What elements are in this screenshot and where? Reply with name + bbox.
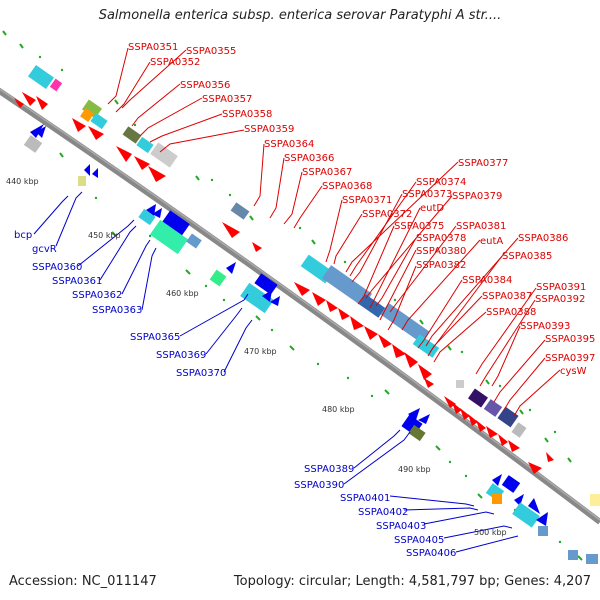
gene-label-forward[interactable]: SSPA0384 bbox=[462, 275, 512, 286]
reverse-gene-labels: bcp gcvR SSPA0360 SSPA0361 SSPA0362 SSPA… bbox=[14, 230, 456, 559]
gene-label-forward[interactable]: SSPA0377 bbox=[458, 158, 508, 169]
gene-label-reverse[interactable]: SSPA0361 bbox=[52, 276, 102, 287]
reverse-strand-features bbox=[23, 124, 598, 564]
gene-label-forward[interactable]: SSPA0378 bbox=[416, 233, 466, 244]
genome-summary: Topology: circular; Length: 4,581,797 bp… bbox=[233, 574, 591, 589]
track-dots bbox=[38, 55, 562, 544]
gene-label-reverse[interactable]: SSPA0369 bbox=[156, 350, 206, 361]
gene-label-forward[interactable]: SSPA0373 bbox=[402, 189, 452, 200]
tick-label: 450 kbp bbox=[88, 231, 121, 240]
gene-label-forward[interactable]: SSPA0356 bbox=[180, 80, 230, 91]
gene-label-reverse[interactable]: SSPA0360 bbox=[32, 262, 82, 273]
gene-label-forward[interactable]: SSPA0379 bbox=[452, 191, 502, 202]
gene-label-forward[interactable]: SSPA0382 bbox=[416, 260, 466, 271]
gene-label-reverse[interactable]: SSPA0370 bbox=[176, 368, 226, 379]
gene-label-forward[interactable]: SSPA0375 bbox=[394, 221, 444, 232]
gene-label-forward[interactable]: SSPA0359 bbox=[244, 124, 294, 135]
tick-label: 470 kbp bbox=[244, 347, 277, 356]
gene-label-reverse[interactable]: SSPA0406 bbox=[406, 548, 456, 559]
tick-labels: 440 kbp 450 kbp 460 kbp 470 kbp 480 kbp … bbox=[6, 177, 507, 537]
gene-label-forward[interactable]: SSPA0372 bbox=[362, 209, 412, 220]
gene-label-forward[interactable]: SSPA0367 bbox=[302, 167, 352, 178]
forward-strand-features bbox=[14, 64, 600, 506]
genome-title: Salmonella enterica subsp. enterica sero… bbox=[98, 8, 502, 23]
gene-label-reverse[interactable]: bcp bbox=[14, 230, 32, 241]
gene-label-forward[interactable]: eutA bbox=[480, 236, 503, 247]
gene-label-forward[interactable]: SSPA0385 bbox=[502, 251, 552, 262]
gene-label-forward[interactable]: SSPA0351 bbox=[128, 42, 178, 53]
gene-label-forward[interactable]: SSPA0386 bbox=[518, 233, 568, 244]
gene-label-reverse[interactable]: SSPA0390 bbox=[294, 480, 344, 491]
gene-label-forward[interactable]: SSPA0355 bbox=[186, 46, 236, 57]
gene-label-forward[interactable]: SSPA0352 bbox=[150, 57, 200, 68]
tick-label: 500 kbp bbox=[474, 528, 507, 537]
tick-label: 460 kbp bbox=[166, 289, 199, 298]
genome-backbone bbox=[0, 87, 600, 525]
gene-label-forward[interactable]: SSPA0393 bbox=[520, 321, 570, 332]
gene-label-forward[interactable]: SSPA0395 bbox=[545, 334, 595, 345]
gene-label-forward[interactable]: SSPA0380 bbox=[416, 246, 466, 257]
gene-label-forward[interactable]: SSPA0358 bbox=[222, 109, 272, 120]
gene-label-reverse[interactable]: SSPA0365 bbox=[130, 332, 180, 343]
gene-label-forward[interactable]: SSPA0357 bbox=[202, 94, 252, 105]
gene-label-forward[interactable]: SSPA0364 bbox=[264, 139, 314, 150]
gene-label-forward[interactable]: SSPA0397 bbox=[545, 353, 595, 364]
gene-label-forward[interactable]: eutD bbox=[420, 203, 444, 214]
gene-label-forward[interactable]: cysW bbox=[560, 366, 587, 377]
gene-label-reverse[interactable]: gcvR bbox=[32, 244, 57, 255]
gene-label-forward[interactable]: SSPA0388 bbox=[486, 307, 536, 318]
gene-label-reverse[interactable]: SSPA0403 bbox=[376, 521, 426, 532]
gene-label-forward[interactable]: SSPA0381 bbox=[456, 221, 506, 232]
gene-label-reverse[interactable]: SSPA0405 bbox=[394, 535, 444, 546]
tick-label: 440 kbp bbox=[6, 177, 39, 186]
forward-label-connectors bbox=[107, 47, 561, 417]
gene-label-reverse[interactable]: SSPA0401 bbox=[340, 493, 390, 504]
reverse-label-connectors bbox=[33, 191, 519, 553]
accession-text: Accession: NC_011147 bbox=[9, 574, 157, 589]
gene-label-reverse[interactable]: SSPA0362 bbox=[72, 290, 122, 301]
gene-label-reverse[interactable]: SSPA0402 bbox=[358, 507, 408, 518]
gene-label-forward[interactable]: SSPA0392 bbox=[535, 294, 585, 305]
gene-label-forward[interactable]: SSPA0366 bbox=[284, 153, 334, 164]
gene-label-forward[interactable]: SSPA0374 bbox=[416, 177, 466, 188]
gene-label-forward[interactable]: SSPA0391 bbox=[536, 282, 586, 293]
tick-label: 480 kbp bbox=[322, 405, 355, 414]
gene-label-forward[interactable]: SSPA0387 bbox=[482, 291, 532, 302]
tick-label: 490 kbp bbox=[398, 465, 431, 474]
gene-label-reverse[interactable]: SSPA0389 bbox=[304, 464, 354, 475]
gene-label-reverse[interactable]: SSPA0363 bbox=[92, 305, 142, 316]
forward-gene-labels: SSPA0351 SSPA0355 SSPA0352 SSPA0356 SSPA… bbox=[128, 42, 595, 377]
gene-label-forward[interactable]: SSPA0371 bbox=[342, 195, 392, 206]
gene-label-forward[interactable]: SSPA0368 bbox=[322, 181, 372, 192]
